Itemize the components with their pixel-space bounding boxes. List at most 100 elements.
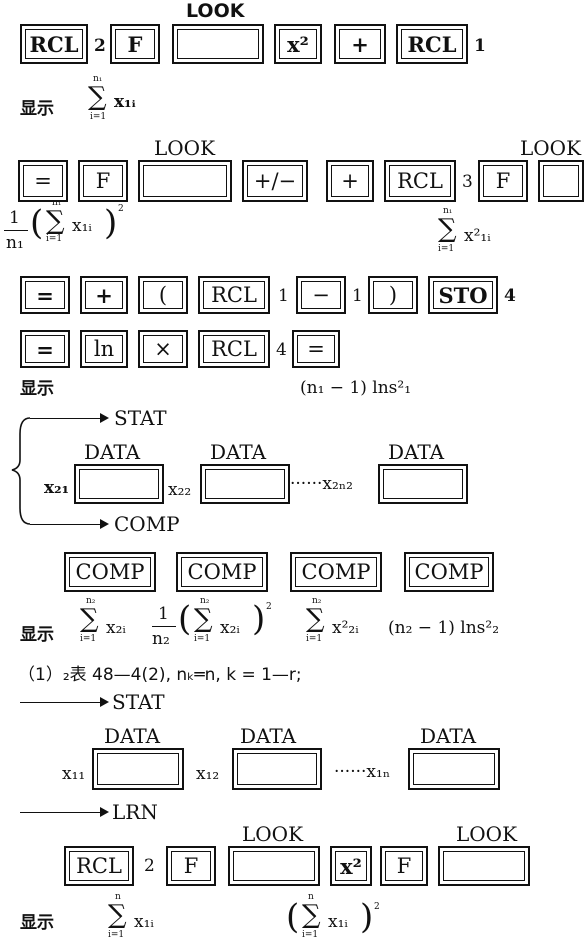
- rcl-key[interactable]: RCL: [384, 160, 456, 202]
- f-key[interactable]: F: [478, 160, 528, 202]
- equals-key[interactable]: =: [20, 330, 70, 368]
- sum-term: x₁ᵢ: [328, 912, 348, 932]
- arrow-right-icon: [100, 413, 109, 423]
- open-paren-key[interactable]: (: [138, 276, 188, 314]
- data-key[interactable]: [200, 464, 290, 504]
- sigma-icon: ∑: [80, 604, 99, 634]
- square-key[interactable]: x²: [274, 24, 322, 64]
- rcl-key[interactable]: RCL: [20, 24, 88, 64]
- plus-key[interactable]: +: [326, 160, 374, 202]
- equals-key[interactable]: =: [292, 330, 340, 368]
- rcl-key[interactable]: RCL: [198, 276, 270, 314]
- data-label: DATA: [210, 440, 267, 464]
- reference-note: （1）₂表 48—4(2), nₖ═n, k = 1—r;: [18, 665, 302, 685]
- sum-lower: i=1: [302, 930, 319, 940]
- f-key[interactable]: F: [380, 846, 428, 886]
- fraction-numerator: 1: [158, 604, 169, 624]
- look-key[interactable]: [172, 24, 264, 64]
- sum-upper: n: [115, 892, 121, 902]
- close-paren-key[interactable]: ): [368, 276, 418, 314]
- square-key[interactable]: x²: [330, 846, 372, 886]
- f-key[interactable]: F: [110, 24, 160, 64]
- data-variable: x₂₁: [44, 478, 70, 498]
- comp-key[interactable]: COMP: [404, 552, 494, 592]
- equals-key[interactable]: =: [18, 160, 68, 202]
- sigma-icon: ∑: [194, 604, 213, 634]
- look-label: LOOK: [520, 136, 582, 160]
- sum-term: x₂ᵢ: [220, 618, 240, 638]
- display-formula: (n₁ − 1) lns²₁: [300, 378, 412, 398]
- sum-lower: i=1: [80, 634, 97, 644]
- register-number: 4: [504, 286, 516, 306]
- comp-key[interactable]: COMP: [64, 552, 156, 592]
- plus-key[interactable]: +: [80, 276, 128, 314]
- data-key[interactable]: [74, 464, 164, 504]
- sto-key[interactable]: STO: [428, 276, 498, 314]
- minus-key[interactable]: −: [296, 276, 346, 314]
- look-key[interactable]: [538, 160, 584, 202]
- comp-key[interactable]: COMP: [290, 552, 382, 592]
- f-key[interactable]: F: [166, 846, 216, 886]
- look-key[interactable]: [138, 160, 232, 202]
- comp-key[interactable]: COMP: [176, 552, 268, 592]
- data-key[interactable]: [378, 464, 468, 504]
- data-variable: x₁₂: [196, 764, 220, 784]
- sum-lower: i=1: [438, 244, 455, 254]
- plus-key[interactable]: +: [334, 24, 386, 64]
- f-key[interactable]: F: [78, 160, 128, 202]
- data-label: DATA: [84, 440, 141, 464]
- fraction-denominator: n₁: [6, 233, 24, 253]
- sum-term: x²₂ᵢ: [332, 618, 359, 638]
- register-number: 1: [278, 286, 289, 306]
- arrow-right-icon: [100, 519, 109, 529]
- equals-key[interactable]: =: [20, 276, 70, 314]
- open-paren-icon: (: [30, 203, 44, 243]
- rcl-key[interactable]: RCL: [198, 330, 270, 368]
- close-paren-icon: ): [360, 897, 374, 937]
- fraction-bar: [152, 626, 176, 627]
- brace-icon: [11, 417, 31, 525]
- arrow-line: [30, 524, 102, 525]
- rcl-key[interactable]: RCL: [64, 846, 134, 886]
- data-variable: ······x₁ₙ: [334, 762, 391, 782]
- look-key[interactable]: [228, 846, 320, 886]
- sum-upper: n₁: [52, 198, 62, 208]
- sum-lower: i=1: [194, 634, 211, 644]
- open-paren-icon: (: [286, 897, 300, 937]
- arrow-line: [20, 812, 102, 813]
- data-key[interactable]: [408, 748, 500, 790]
- sigma-icon: ∑: [438, 214, 457, 244]
- look-key[interactable]: [438, 846, 530, 886]
- look-label: LOOK: [186, 0, 245, 22]
- data-variable: x₂₂: [168, 480, 192, 500]
- data-variable: x₁₁: [62, 764, 86, 784]
- sum-lower: i=1: [108, 930, 125, 940]
- lrn-mode-label: LRN: [112, 800, 158, 824]
- ln-key[interactable]: ln: [80, 330, 128, 368]
- data-key[interactable]: [92, 748, 184, 790]
- data-label: DATA: [388, 440, 445, 464]
- arrow-line: [30, 418, 102, 419]
- close-paren-icon: ): [104, 203, 118, 243]
- data-key[interactable]: [232, 748, 322, 790]
- sigma-icon: ∑: [88, 82, 107, 112]
- sum-upper: n: [308, 892, 314, 902]
- data-label: DATA: [104, 724, 161, 748]
- register-number: 3: [462, 172, 473, 192]
- exponent: 2: [374, 902, 380, 912]
- rcl-key[interactable]: RCL: [396, 24, 468, 64]
- data-variable: ······x₂ₙ₂: [290, 474, 353, 494]
- multiply-key[interactable]: ×: [138, 330, 188, 368]
- operand-number: 1: [352, 286, 363, 306]
- data-label: DATA: [420, 724, 477, 748]
- sum-term: x₁ᵢ: [114, 92, 136, 112]
- register-number: 2: [144, 856, 155, 876]
- open-paren-icon: (: [178, 599, 192, 639]
- register-number: 4: [276, 340, 287, 360]
- sum-upper: n₂: [200, 596, 210, 606]
- sigma-icon: ∑: [302, 900, 321, 930]
- sign-change-key[interactable]: +/−: [242, 160, 308, 202]
- display-label: 显示: [20, 379, 54, 399]
- display-label: 显示: [20, 99, 54, 119]
- sum-upper: n₂: [312, 596, 322, 606]
